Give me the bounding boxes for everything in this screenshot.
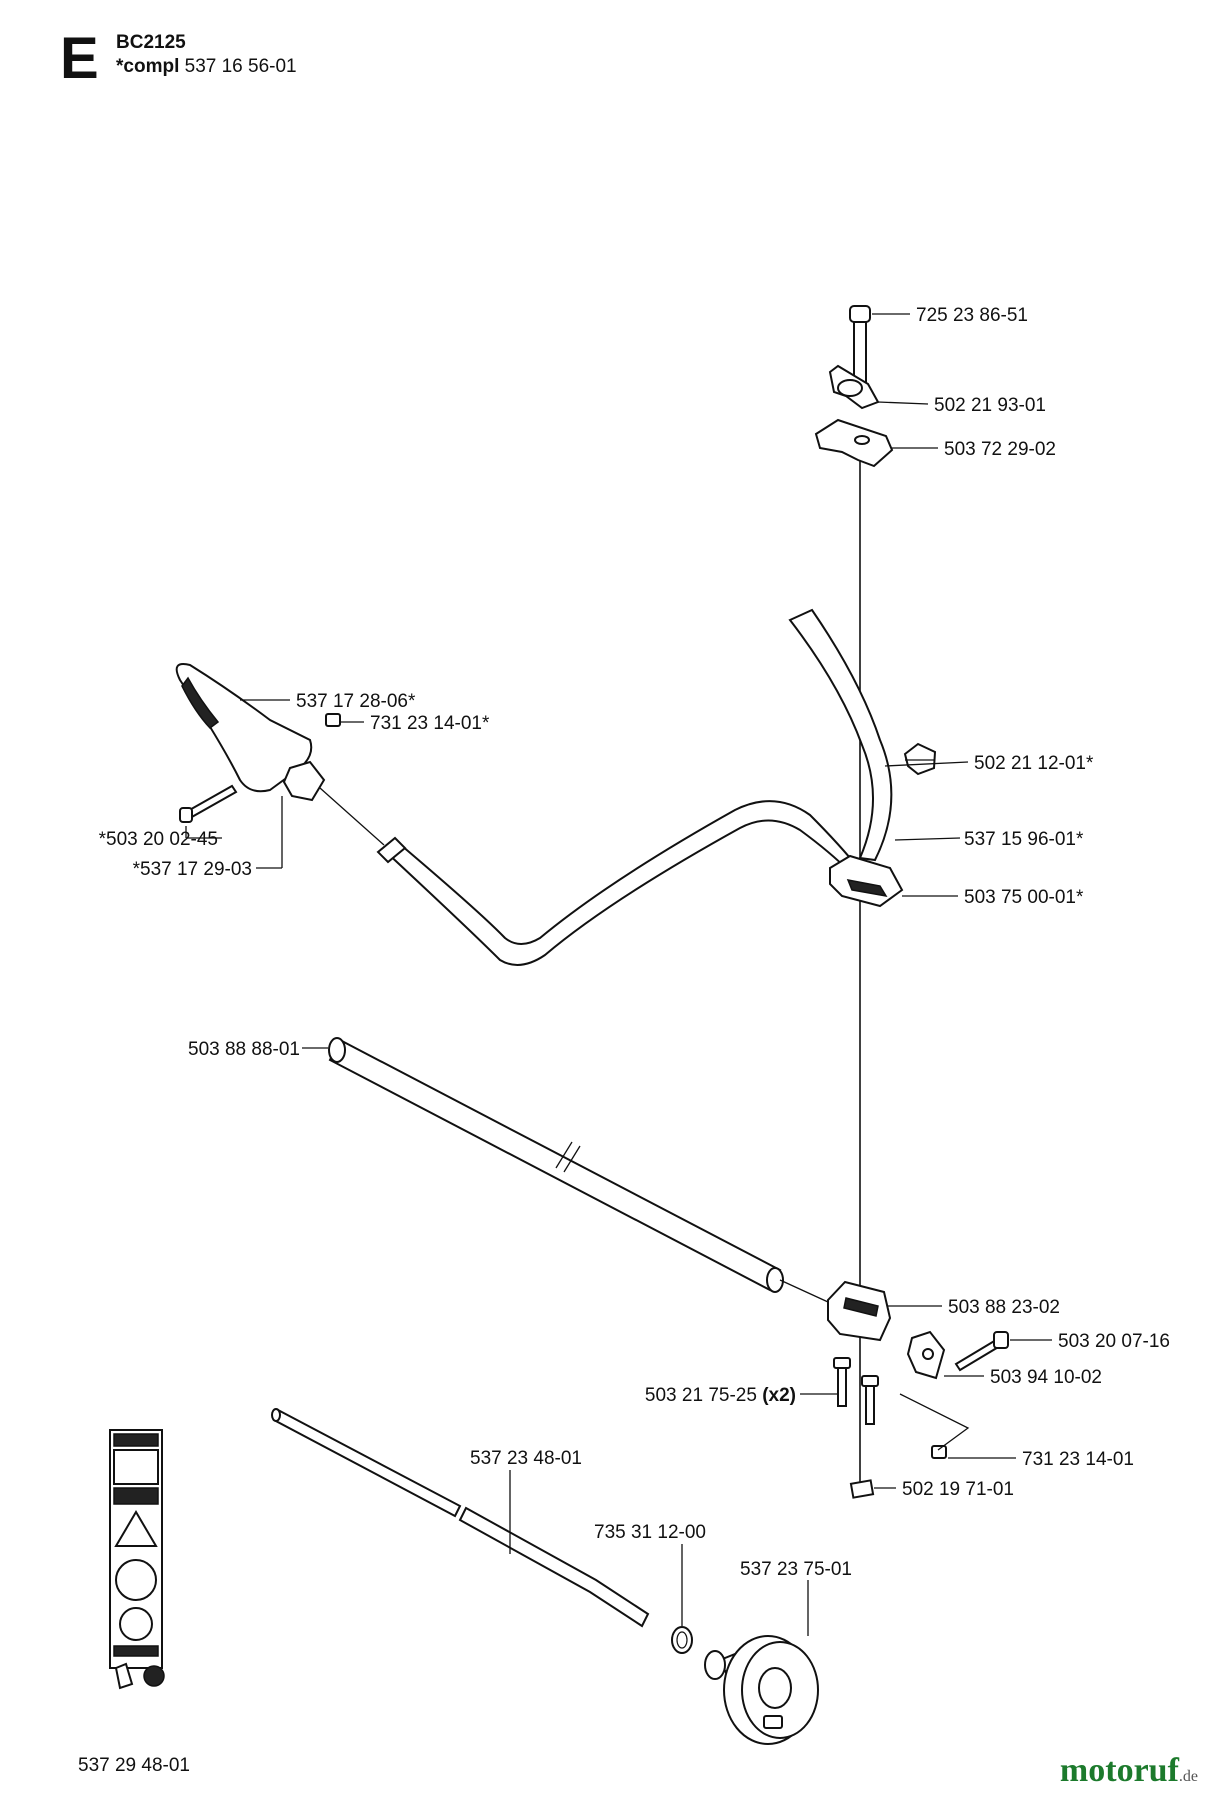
label-square-nut: 502 19 71-01 <box>902 1479 1014 1500</box>
label-knob-handle: 502 21 12-01* <box>974 753 1094 774</box>
label-screw-bracket: 503 20 07-16 <box>1058 1331 1170 1352</box>
clutch-drum-drawing <box>704 1635 819 1745</box>
label-switch-holder: *537 17 29-03 <box>133 859 252 880</box>
nut-grip-drawing <box>325 713 341 727</box>
nut-bottom-drawing <box>899 1393 970 1459</box>
label-clamp-cap-top: 503 72 29-02 <box>944 439 1056 460</box>
label-nut-bottom: 731 23 14-01 <box>1022 1449 1134 1470</box>
switch-holder-drawing <box>282 760 385 846</box>
compl-number: 537 16 56-01 <box>184 56 297 77</box>
shaft-tube-drawing <box>328 1037 784 1293</box>
label-decal-kit: 537 29 48-01 <box>78 1755 190 1776</box>
leader-lines <box>185 313 1052 1636</box>
label-clamp-bottom-upper: 503 75 00-01* <box>964 887 1084 908</box>
square-nut-drawing <box>849 1479 875 1499</box>
o-ring-drawing <box>671 1626 693 1654</box>
label-clamp-side: 503 94 10-02 <box>990 1367 1102 1388</box>
label-shaft-tube: 503 88 88-01 <box>188 1039 300 1060</box>
complete-assembly-number: *compl 537 16 56-01 <box>116 56 297 78</box>
label-o-ring: 735 31 12-00 <box>594 1522 706 1543</box>
label-drive-shaft: 537 23 48-01 <box>470 1448 582 1469</box>
decal-kit-drawing <box>109 1429 165 1690</box>
knob-handle-drawing <box>903 742 937 776</box>
part-labels: 725 23 86-51 502 21 93-01 503 72 29-02 5… <box>78 305 1170 1776</box>
bolt-top-drawing <box>849 305 871 386</box>
label-clutch-drum: 537 23 75-01 <box>740 1559 852 1580</box>
site-logo: motoruf.de <box>1060 1752 1198 1790</box>
handlebar-drawing <box>376 608 893 966</box>
knob-top-drawing <box>828 364 880 410</box>
label-screws-bottom-number: 503 21 75-25 <box>645 1385 757 1406</box>
screws-bottom-drawing <box>833 1357 879 1425</box>
compl-prefix: *compl <box>116 56 180 77</box>
screw-grip-drawing <box>179 784 238 823</box>
handle-bracket-drawing <box>779 1279 892 1342</box>
label-screws-bottom: 503 21 75-25 (x2) <box>645 1385 796 1406</box>
label-handlebar: 537 15 96-01* <box>964 829 1084 850</box>
label-screw-grip: *503 20 02-45 <box>99 829 218 850</box>
logo-text: motoruf <box>1059 1752 1179 1789</box>
model-name: BC2125 <box>116 32 186 53</box>
label-handle-bracket: 503 88 23-02 <box>948 1297 1060 1318</box>
label-screws-bottom-qty: (x2) <box>762 1385 796 1406</box>
label-bolt-top: 725 23 86-51 <box>916 305 1028 326</box>
grip-drawing <box>175 663 313 793</box>
logo-suffix: .de <box>1178 1768 1198 1785</box>
label-knob-top: 502 21 93-01 <box>934 395 1046 416</box>
drive-shaft-drawing <box>271 1408 650 1628</box>
clamp-cap-top-drawing <box>814 418 894 468</box>
screw-bracket-drawing <box>954 1331 1009 1372</box>
clamp-bottom-upper-drawing <box>829 854 904 908</box>
label-grip: 537 17 28-06* <box>296 691 416 712</box>
clamp-side-drawing <box>906 1330 946 1380</box>
label-nut-grip: 731 23 14-01* <box>370 713 490 734</box>
section-letter: E <box>60 26 99 91</box>
